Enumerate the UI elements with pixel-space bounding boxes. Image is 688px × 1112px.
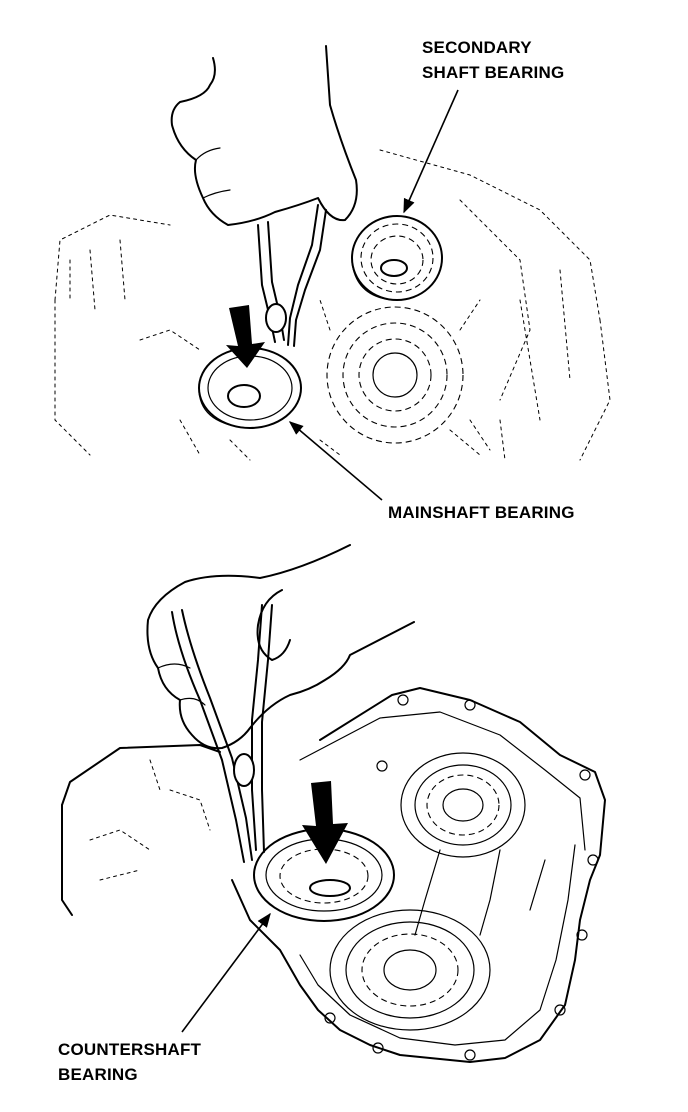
hand-icon bbox=[170, 45, 358, 226]
hand-icon bbox=[146, 544, 415, 750]
secondary-shaft-bearing bbox=[351, 215, 443, 301]
down-arrow-icon bbox=[302, 781, 348, 864]
snap-ring-pliers-icon bbox=[257, 204, 327, 347]
mainshaft-leader bbox=[288, 421, 383, 501]
top-illustration: SECONDARY SHAFT BEARING MAINSHAFT BEARIN… bbox=[54, 38, 611, 522]
down-arrow-icon bbox=[226, 305, 265, 368]
top-center-gear bbox=[319, 299, 491, 451]
case-bearing-upper bbox=[400, 752, 526, 858]
label-secondary-line2: SHAFT BEARING bbox=[422, 63, 564, 82]
case-bearing-lower bbox=[329, 909, 491, 1031]
label-mainshaft: MAINSHAFT BEARING bbox=[388, 503, 575, 522]
bottom-illustration: COUNTERSHAFT BEARING bbox=[58, 544, 606, 1084]
countershaft-leader bbox=[181, 912, 271, 1033]
snap-ring-pliers-icon bbox=[171, 604, 273, 863]
label-countershaft-line2: BEARING bbox=[58, 1065, 138, 1084]
top-case-background bbox=[54, 149, 611, 461]
secondary-leader bbox=[403, 89, 459, 214]
label-secondary-line1: SECONDARY bbox=[422, 38, 532, 57]
label-countershaft-line1: COUNTERSHAFT bbox=[58, 1040, 202, 1059]
